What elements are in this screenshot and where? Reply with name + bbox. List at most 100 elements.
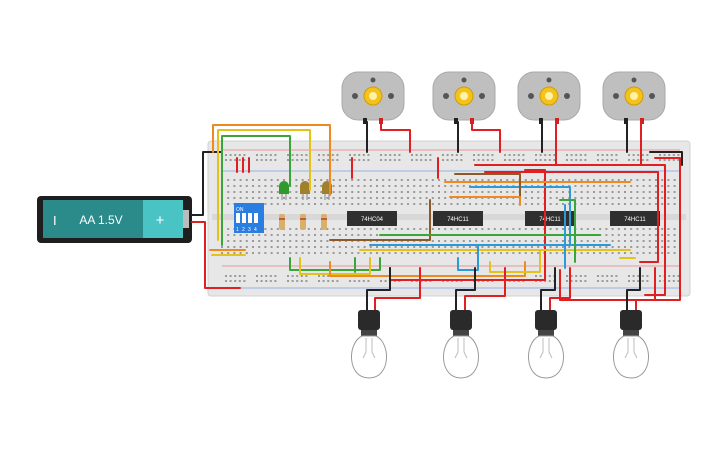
breadboard-hole bbox=[326, 234, 329, 236]
breadboard-hole bbox=[586, 246, 589, 248]
breadboard-hole bbox=[611, 240, 614, 242]
bulb-base bbox=[623, 330, 639, 336]
dip-toggle-3[interactable] bbox=[248, 213, 252, 223]
rail-hole bbox=[287, 159, 289, 161]
breadboard-hole bbox=[624, 179, 626, 181]
breadboard-hole bbox=[487, 203, 490, 205]
wire-black bbox=[540, 267, 556, 318]
breadboard-hole bbox=[376, 234, 378, 236]
breadboard-hole bbox=[636, 234, 639, 236]
breadboard-hole bbox=[611, 252, 614, 254]
breadboard-hole bbox=[357, 252, 360, 254]
rail-hole bbox=[628, 154, 630, 156]
breadboard-hole bbox=[338, 185, 341, 187]
breadboard-hole bbox=[648, 240, 651, 242]
breadboard-hole bbox=[673, 185, 676, 187]
breadboard-hole bbox=[518, 252, 521, 254]
breadboard-hole bbox=[487, 191, 490, 193]
breadboard-hole bbox=[289, 228, 292, 230]
wire-red bbox=[635, 267, 656, 315]
breadboard-hole bbox=[264, 240, 267, 242]
wire-red bbox=[380, 121, 411, 153]
rail-hole bbox=[322, 159, 325, 161]
rail-hole bbox=[610, 275, 613, 277]
breadboard-hole bbox=[326, 246, 329, 248]
rail-hole bbox=[225, 280, 227, 282]
breadboard-hole bbox=[462, 228, 465, 230]
breadboard-hole bbox=[506, 246, 509, 248]
rail-hole bbox=[637, 154, 640, 156]
breadboard-hole bbox=[276, 179, 279, 181]
breadboard-hole bbox=[363, 234, 366, 236]
breadboard-hole bbox=[481, 179, 484, 181]
dip-toggle-1[interactable] bbox=[236, 213, 240, 223]
dip-toggle-2[interactable] bbox=[242, 213, 246, 223]
breadboard-hole bbox=[245, 246, 248, 248]
breadboard-hole bbox=[611, 228, 614, 230]
dip-switch[interactable]: ON 1 2 3 4 bbox=[234, 203, 264, 233]
breadboard-hole bbox=[289, 234, 292, 236]
breadboard-hole bbox=[438, 246, 440, 248]
breadboard-hole bbox=[469, 203, 471, 205]
breadboard-hole bbox=[624, 228, 626, 230]
breadboard-hole bbox=[524, 240, 527, 242]
breadboard-hole bbox=[276, 252, 279, 254]
dip-on-label: ON bbox=[236, 207, 244, 213]
rail-hole bbox=[318, 159, 320, 161]
breadboard-hole bbox=[332, 234, 335, 236]
breadboard-hole bbox=[506, 191, 509, 193]
dip-toggle-4[interactable] bbox=[254, 213, 258, 223]
breadboard-hole bbox=[444, 185, 447, 187]
breadboard-hole bbox=[252, 252, 254, 254]
breadboard-hole bbox=[611, 185, 614, 187]
chip-1: 74HC04 bbox=[347, 211, 397, 226]
breadboard-hole bbox=[283, 246, 285, 248]
rail-hole bbox=[243, 154, 246, 156]
breadboard-hole bbox=[301, 203, 304, 205]
breadboard-hole bbox=[413, 203, 416, 205]
breadboard-hole bbox=[469, 246, 471, 248]
breadboard-hole bbox=[320, 246, 323, 248]
breadboard-hole bbox=[382, 185, 385, 187]
breadboard-hole bbox=[642, 203, 645, 205]
resistor-2 bbox=[300, 214, 306, 230]
breadboard-hole bbox=[394, 228, 397, 230]
breadboard-hole bbox=[382, 203, 385, 205]
breadboard-hole bbox=[289, 246, 292, 248]
rail-hole bbox=[570, 280, 573, 282]
breadboard-hole bbox=[549, 228, 552, 230]
breadboard-hole bbox=[655, 197, 657, 199]
rail-hole bbox=[393, 159, 396, 161]
rail-hole bbox=[659, 159, 661, 161]
breadboard-hole bbox=[593, 179, 595, 181]
breadboard-hole bbox=[562, 203, 564, 205]
breadboard-hole bbox=[345, 185, 347, 187]
breadboard-hole bbox=[314, 197, 316, 199]
breadboard-hole bbox=[233, 197, 236, 199]
resistors bbox=[279, 214, 327, 230]
breadboard-hole bbox=[500, 246, 502, 248]
breadboard-hole bbox=[252, 185, 254, 187]
breadboard-hole bbox=[245, 197, 248, 199]
breadboard-hole bbox=[562, 197, 564, 199]
rail-hole bbox=[579, 280, 582, 282]
rail-hole bbox=[225, 154, 227, 156]
light-bulb bbox=[443, 310, 479, 379]
breadboard-hole bbox=[444, 197, 447, 199]
rail-hole bbox=[389, 154, 392, 156]
breadboard-hole bbox=[568, 246, 571, 248]
breadboard-hole bbox=[506, 240, 509, 242]
rail-hole bbox=[517, 154, 520, 156]
breadboard-hole bbox=[357, 179, 360, 181]
rail-hole bbox=[668, 159, 671, 161]
rail-hole bbox=[672, 275, 675, 277]
breadboard-hole bbox=[369, 234, 372, 236]
breadboard-hole bbox=[239, 197, 242, 199]
breadboard-hole bbox=[351, 203, 354, 205]
breadboard-hole bbox=[617, 240, 620, 242]
bulb-filament bbox=[624, 338, 638, 359]
breadboard-hole bbox=[456, 240, 459, 242]
light-bulb bbox=[351, 310, 387, 379]
breadboard-hole bbox=[307, 240, 310, 242]
breadboard-hole bbox=[295, 203, 298, 205]
